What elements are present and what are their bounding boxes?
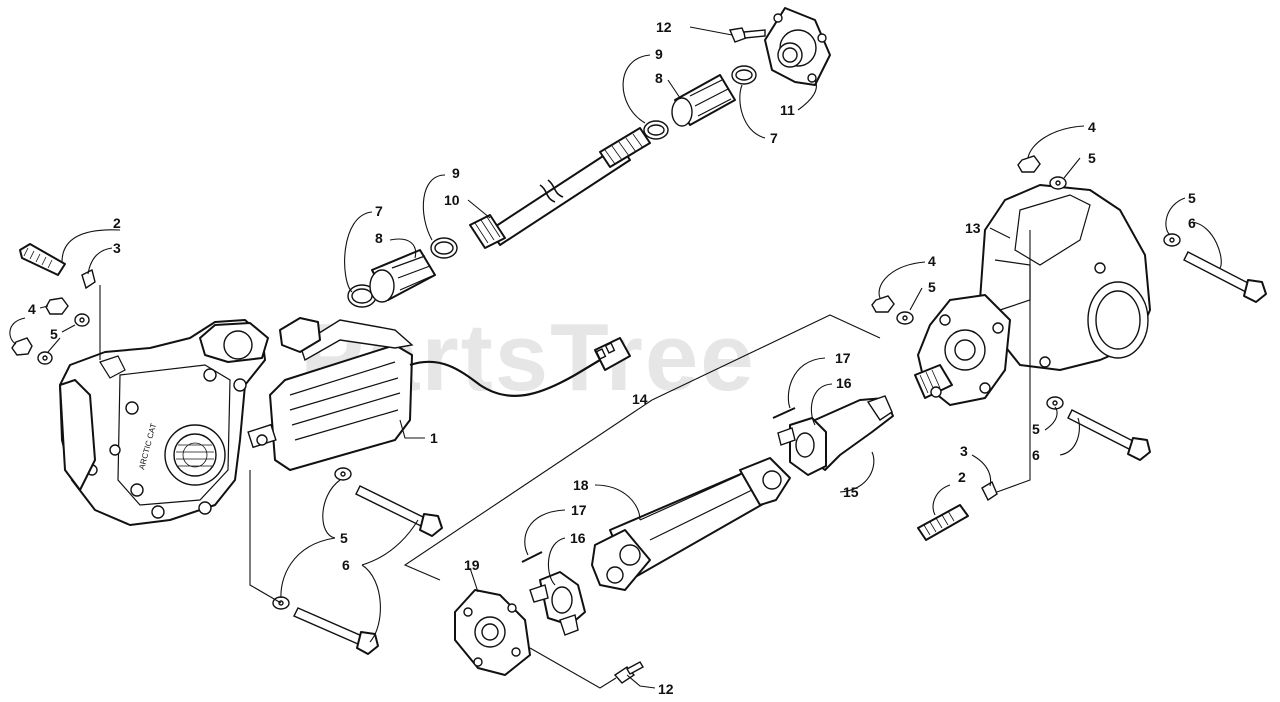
callout-11: 11 xyxy=(780,102,795,118)
callout-2-left: 2 xyxy=(113,215,121,231)
callout-17-right: 17 xyxy=(835,350,851,366)
callout-5-lower: 5 xyxy=(340,530,348,546)
callout-6-lower: 6 xyxy=(342,557,350,573)
callout-2-right: 2 xyxy=(958,469,966,485)
callout-16-right: 16 xyxy=(836,375,852,391)
bolt-front-upper xyxy=(334,467,443,537)
callout-10: 10 xyxy=(444,192,460,208)
callout-13: 13 xyxy=(965,220,981,236)
callout-5-right-lower: 5 xyxy=(1032,421,1040,437)
callout-7-lower: 7 xyxy=(375,203,383,219)
bolt-right-lower xyxy=(1046,396,1151,461)
front-gearcase: ARCTIC CAT xyxy=(59,319,269,526)
rear-gearcase xyxy=(914,184,1151,406)
callout-12-bottom: 12 xyxy=(658,681,674,697)
callout-9-lower: 9 xyxy=(452,165,460,181)
callout-8-lower: 8 xyxy=(375,230,383,246)
callout-labels: 1 2 3 4 5 5 6 7 8 9 10 9 8 7 11 12 12 13… xyxy=(28,19,1196,697)
callout-19: 19 xyxy=(464,557,480,573)
callout-5-right-top: 5 xyxy=(1088,150,1096,166)
flange-yoke xyxy=(454,589,531,676)
leader-lines xyxy=(9,26,1222,689)
bolt-right-upper xyxy=(1163,233,1267,303)
nut-washer-right-mid xyxy=(871,295,914,325)
callout-5-right-upper: 5 xyxy=(1188,190,1196,206)
callout-3-right: 3 xyxy=(960,443,968,459)
callout-8-upper: 8 xyxy=(655,70,663,86)
boot-assembly-upper xyxy=(643,7,831,140)
nut-washer-left xyxy=(11,297,90,365)
bolt-flange xyxy=(613,661,644,684)
front-output-shaft xyxy=(469,127,651,249)
callout-5-left: 5 xyxy=(50,326,58,342)
callout-18: 18 xyxy=(573,477,589,493)
callout-15: 15 xyxy=(843,484,859,500)
callout-12-top: 12 xyxy=(656,19,672,35)
nut-washer-right-top xyxy=(1017,155,1067,190)
callout-3-left: 3 xyxy=(113,240,121,256)
callout-4-left: 4 xyxy=(28,301,36,317)
callout-5-right-mid: 5 xyxy=(928,279,936,295)
diff-lock-actuator xyxy=(247,317,631,471)
u-joint-rear xyxy=(772,395,894,476)
callout-4-right-mid: 4 xyxy=(928,253,936,269)
callout-14: 14 xyxy=(632,391,648,407)
boot-assembly-lower xyxy=(347,237,458,308)
callout-6-right-upper: 6 xyxy=(1188,215,1196,231)
callout-6-right-lower: 6 xyxy=(1032,447,1040,463)
stud-right xyxy=(917,480,998,541)
callout-16-lower: 16 xyxy=(570,530,586,546)
callout-7-upper: 7 xyxy=(770,130,778,146)
stud-left xyxy=(19,243,66,276)
callout-1: 1 xyxy=(430,430,438,446)
callout-17-lower: 17 xyxy=(571,502,587,518)
prop-shaft xyxy=(591,457,791,591)
callout-4-right-top: 4 xyxy=(1088,119,1096,135)
u-joint-front xyxy=(521,551,586,636)
callout-9-upper: 9 xyxy=(655,46,663,62)
bolt-front-lower xyxy=(272,596,379,655)
